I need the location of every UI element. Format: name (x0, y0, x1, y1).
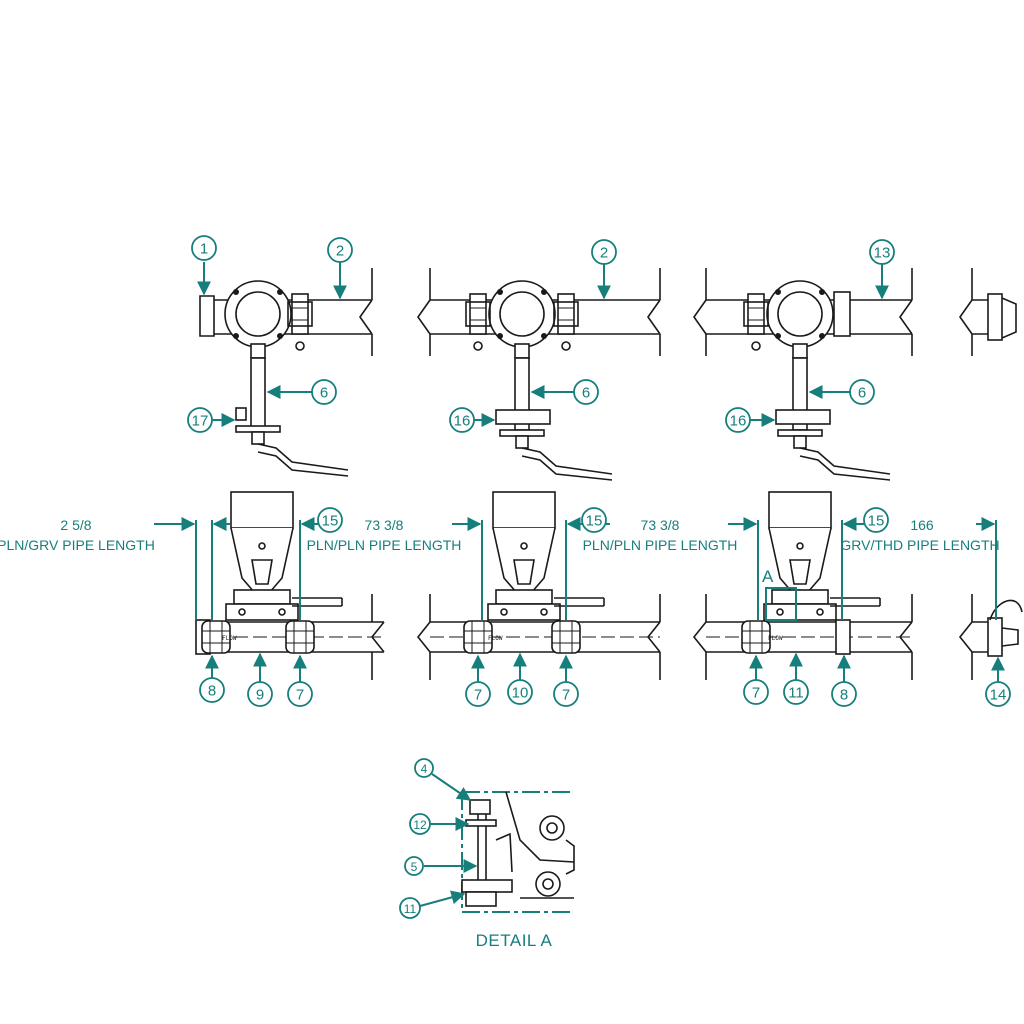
flow-label-1: FLOW (222, 635, 237, 642)
svg-text:14: 14 (990, 687, 1007, 704)
detail-a-marker-box (765, 587, 797, 621)
svg-text:13: 13 (874, 245, 891, 262)
svg-text:4: 4 (421, 762, 428, 776)
balloon-7-a: 7 (287, 681, 313, 707)
balloon-6-b: 6 (573, 379, 599, 405)
balloon-15-c: 15 (863, 507, 889, 533)
dim-1-label: PLN/GRV PIPE LENGTH (0, 537, 155, 553)
svg-text:8: 8 (840, 687, 848, 704)
top-view-4 (959, 268, 1017, 356)
svg-text:6: 6 (582, 385, 590, 402)
balloon-13: 13 (869, 239, 895, 265)
detail-a-leaders (419, 773, 478, 907)
detail-balloon-5: 5 (404, 856, 424, 876)
svg-text:16: 16 (454, 413, 471, 430)
balloon-7-c: 7 (553, 681, 579, 707)
balloon-10: 10 (507, 679, 533, 705)
front-view-3: FLOW A (692, 491, 913, 680)
svg-text:1: 1 (200, 241, 208, 258)
svg-text:2: 2 (336, 243, 344, 260)
dimension-lines (154, 517, 997, 620)
svg-text:15: 15 (322, 513, 339, 530)
svg-text:2: 2 (600, 245, 608, 262)
svg-text:6: 6 (320, 385, 328, 402)
svg-text:7: 7 (474, 687, 482, 704)
top-view-1 (199, 268, 373, 477)
svg-text:11: 11 (404, 902, 417, 916)
front-view-2: FLOW (416, 491, 661, 680)
svg-text:10: 10 (512, 685, 529, 702)
balloon-14: 14 (985, 681, 1011, 707)
leader-lines (197, 262, 1005, 682)
svg-text:11: 11 (788, 685, 804, 702)
svg-text:7: 7 (296, 687, 304, 704)
top-view-2 (417, 268, 661, 481)
front-view-4 (958, 594, 1023, 680)
detail-balloon-4: 4 (414, 758, 434, 778)
balloon-6-a: 6 (311, 379, 337, 405)
detail-a (461, 791, 575, 913)
balloon-16-b: 16 (725, 407, 751, 433)
dim-2-label: PLN/PLN PIPE LENGTH (307, 537, 462, 553)
dimension-labels: 2 5/8 PLN/GRV PIPE LENGTH 73 3/8 PLN/PLN… (0, 517, 1000, 553)
detail-a-marker-letter: A (762, 567, 774, 586)
balloon-6-c: 6 (849, 379, 875, 405)
flow-label-3: FLOW (768, 635, 783, 642)
balloon-7-b: 7 (465, 681, 491, 707)
detail-balloon-11: 11 (399, 897, 421, 919)
svg-text:9: 9 (256, 687, 264, 704)
balloon-8-b: 8 (831, 681, 857, 707)
balloon-2-b: 2 (591, 239, 617, 265)
front-view-1: FLOW (195, 491, 385, 680)
detail-balloon-12: 12 (409, 813, 431, 835)
balloon-17: 17 (187, 407, 213, 433)
svg-text:7: 7 (562, 687, 570, 704)
svg-text:8: 8 (208, 683, 216, 700)
dim-3-label: PLN/PLN PIPE LENGTH (583, 537, 738, 553)
svg-text:6: 6 (858, 385, 866, 402)
balloon-11-a: 11 (783, 679, 809, 705)
dim-4-value: 166 (910, 517, 934, 533)
balloon-2-a: 2 (327, 237, 353, 263)
flow-label-2: FLOW (488, 635, 503, 642)
top-view-3 (693, 268, 913, 481)
dim-1-value: 2 5/8 (60, 517, 91, 533)
svg-text:17: 17 (192, 413, 209, 430)
detail-a-caption: DETAIL A (476, 931, 553, 950)
dim-3-value: 73 3/8 (641, 517, 680, 533)
svg-text:16: 16 (730, 413, 747, 430)
balloon-8-a: 8 (199, 677, 225, 703)
dim-2-value: 73 3/8 (365, 517, 404, 533)
dim-4-label: GRV/THD PIPE LENGTH (840, 537, 999, 553)
svg-text:15: 15 (868, 513, 885, 530)
svg-text:5: 5 (411, 860, 418, 874)
svg-text:7: 7 (752, 685, 760, 702)
balloon-7-d: 7 (743, 679, 769, 705)
balloon-16-a: 16 (449, 407, 475, 433)
balloon-9: 9 (247, 681, 273, 707)
balloon-15-b: 15 (581, 507, 607, 533)
balloon-1: 1 (191, 235, 217, 261)
svg-text:12: 12 (413, 818, 427, 832)
svg-text:15: 15 (586, 513, 603, 530)
balloon-15-a: 15 (317, 507, 343, 533)
